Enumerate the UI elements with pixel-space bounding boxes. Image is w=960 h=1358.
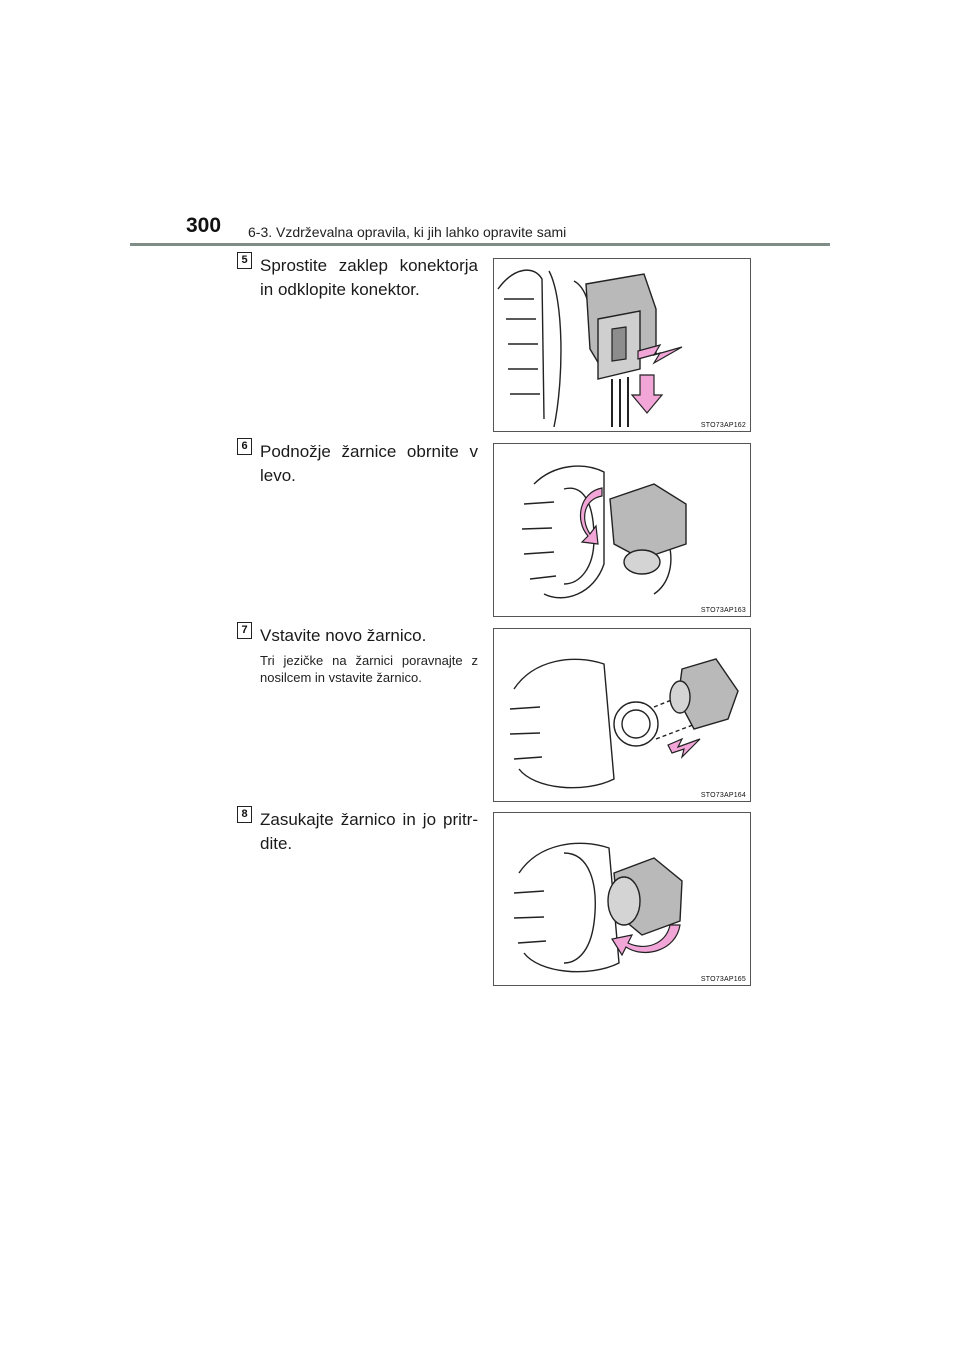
header-rule (130, 243, 830, 246)
figure-code: STO73AP163 (700, 607, 746, 614)
step-badge-8: 8 (237, 806, 252, 823)
step-text-7: Vstavite novo žarnico. (260, 626, 427, 645)
figure-code: STO73AP164 (700, 792, 746, 799)
bulb-base-illustration (521, 465, 687, 599)
connector-illustration (497, 269, 683, 428)
step-badge-7: 7 (237, 622, 252, 639)
figure-step-6: STO73AP163 (493, 443, 751, 617)
step-text-6: Podnožje žarnice obrnite v levo. (260, 442, 478, 485)
step-text-8: Zasukajte žarnico in jo pritr-dite. (260, 810, 478, 853)
figure-code: STO73AP162 (700, 422, 746, 429)
step-text-5: Sprostite zaklep konektorja in odklopite… (260, 256, 478, 299)
page-number: 300 (186, 214, 222, 237)
figure-step-8: STO73AP165 (493, 812, 751, 986)
step-badge-6: 6 (237, 438, 252, 455)
step-badge-5: 5 (237, 252, 252, 269)
section-title: 6-3. Vzdrževalna opravila, ki jih lahko … (248, 224, 567, 240)
step-note-7: Tri jezičke na žarnici poravnajte z nosi… (260, 653, 478, 685)
figure-code: STO73AP165 (700, 976, 746, 983)
insert-bulb-illustration (509, 658, 739, 789)
fix-bulb-illustration (513, 842, 683, 973)
figure-step-5: STO73AP162 (493, 258, 751, 432)
figure-step-7: STO73AP164 (493, 628, 751, 802)
